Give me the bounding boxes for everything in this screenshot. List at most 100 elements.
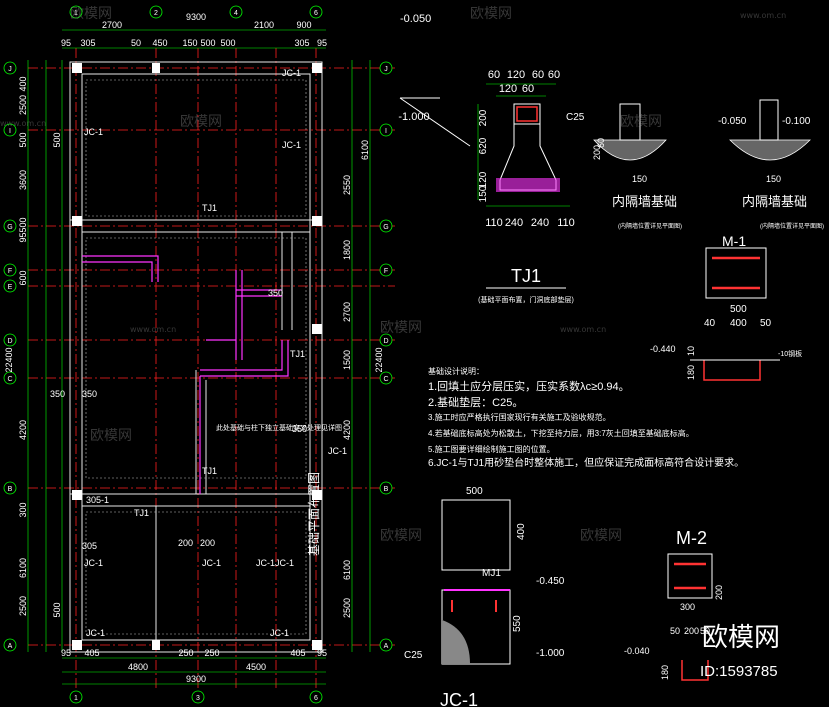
inner-wall-foundation-1: C25 60 200 150 内隔墙基础 (内隔墙位置详见平面图) [566, 103, 682, 230]
label-jc1-g: JC-1 [86, 628, 105, 638]
bdim-405b: 405 [290, 648, 305, 658]
inner-wall-1-c25: C25 [566, 112, 585, 123]
label-200b: 200 [200, 538, 215, 548]
rdim-1800: 1800 [342, 240, 352, 260]
dim-95b: 95 [317, 38, 327, 48]
inner-wall-1-d2: 200 [592, 145, 602, 160]
m2-dims2: 200 [714, 585, 724, 600]
walls [69, 61, 323, 653]
col-3-bottom: 3 [196, 695, 200, 702]
axis-I-right: I [385, 128, 387, 135]
wm-2: 欧模网 [470, 6, 512, 22]
rdim-6100b: 6100 [342, 560, 352, 580]
rdim-1500: 1500 [342, 350, 352, 370]
ldim-300-1300: 300 [18, 502, 28, 517]
inner-wall-2-wall [759, 99, 779, 141]
inner-wall-2-title: 内隔墙基础 [742, 194, 807, 209]
grid-lines [28, 48, 395, 690]
top-dims: 2700 9300 2100 900 95 305 50 450 150 500… [61, 12, 327, 48]
jc1-title: JC-1 [440, 690, 478, 707]
col-1: 1 [74, 10, 78, 17]
jc1-w: 500 [466, 486, 483, 497]
inner-wall-1-shape [593, 139, 667, 161]
axis-C: C [7, 376, 12, 383]
wm-4: 欧模网 [620, 114, 662, 130]
axis-C-right: C [383, 376, 388, 383]
dim-2100: 2100 [254, 20, 274, 30]
jc1-level1: -0.450 [536, 576, 565, 587]
m1-title: M-1 [722, 233, 746, 249]
axis-F-right: F [384, 268, 388, 275]
foundation-plan: J I G F E D C B A J I G F D C B A 1 2 4 … [3, 5, 395, 704]
rdim-6100: 6100 [360, 140, 370, 160]
m1-w: 500 [730, 304, 747, 315]
dim-500b: 500 [220, 38, 235, 48]
tj1-bot-240a: 240 [505, 217, 523, 229]
tj1-dim-120a: 120 [507, 69, 525, 81]
tj1-h-150: 150 [478, 185, 489, 202]
wm-5: 欧模网 [380, 320, 422, 336]
label-350-c: 350 [268, 288, 283, 298]
ldim-500: 500 [18, 132, 28, 147]
tj1-h-120: 120 [478, 171, 489, 188]
m2-detail: M-2 300 50 200 50 200 -0.040 180 [624, 528, 724, 681]
inner-wall-foundation-2: -0.050 -0.100 150 内隔墙基础 (内隔墙位置详见平面图) [718, 99, 824, 230]
tj1-dim-60a: 60 [488, 69, 500, 81]
bdim-95: 95 [61, 648, 71, 658]
wm-3: 欧模网 [180, 114, 222, 130]
m2-d1: 50 [670, 626, 680, 636]
axis-labels: J I G F E D C B A J I G F D C B A 1 2 4 … [7, 10, 388, 702]
m1-note: -10钢板 [778, 349, 802, 358]
rdim-22400: 22400 [374, 347, 384, 372]
label-jc1-b: JC-1 [282, 140, 301, 150]
bdim-250b: 250 [204, 648, 219, 658]
dim-900: 900 [296, 20, 311, 30]
dim-500a: 500 [200, 38, 215, 48]
label-tj1-c: TJ1 [134, 508, 149, 518]
dimension-lines [27, 29, 371, 685]
axis-D-right: D [383, 338, 388, 345]
rdim-2500: 2500 [342, 598, 352, 618]
col-1-bottom: 1 [74, 695, 78, 702]
wm-url-2: www.om.cn [740, 11, 786, 20]
ldim-500d: 500 [52, 602, 62, 617]
tj1-dims [477, 83, 570, 207]
axis-F: F [8, 268, 12, 275]
jc1-plan-box [441, 499, 511, 571]
wm-id: ID:1593785 [700, 663, 778, 680]
jc1-h: 400 [516, 523, 527, 540]
plan-title: 基础平面布置图 [307, 472, 321, 556]
rdim-2700: 2700 [342, 302, 352, 322]
wm-7: 欧模网 [580, 528, 622, 544]
dim-9300: 9300 [186, 12, 206, 22]
dim-2700: 2700 [102, 20, 122, 30]
axis-B: B [8, 486, 13, 493]
dim-95: 95 [61, 38, 71, 48]
tj1-title: TJ1 [511, 266, 541, 286]
wm-url-4: www.om.cn [130, 325, 176, 334]
inner-wall-2-d1: 150 [766, 174, 781, 184]
dim-305b: 305 [294, 38, 309, 48]
axis-D: D [7, 338, 12, 345]
m1-h2: 10 [686, 346, 696, 356]
label-small-note: 此处基础与柱下独立基础交叉处理见详图 [216, 423, 342, 432]
label-tj1-a: TJ1 [202, 203, 217, 213]
col-2: 2 [154, 10, 158, 17]
tj1-level: -1.000 [398, 111, 429, 123]
tj1-dim-60d: 120 [499, 83, 517, 95]
foundation-edges [85, 79, 307, 635]
note-6: 6.JC-1与TJ1用砂垫台时整体施工，但应保证完成面标高符合设计要求。 [428, 456, 744, 469]
plan-labels: JC-1 JC-1 JC-1 TJ1 TJ1 TJ1 TJ1 JC-1 JC-1… [50, 68, 347, 638]
col-6: 6 [314, 10, 318, 17]
label-350-a: 350 [50, 389, 65, 399]
inner-wall-1-subtitle: (内隔墙位置详见平面图) [618, 222, 682, 230]
ldim-4200: 4200 [18, 420, 28, 440]
top-level: -0.050 [400, 13, 431, 25]
m2-d2: 200 [684, 626, 699, 636]
note-2: 2.基础垫层：C25。 [428, 395, 523, 409]
axis-A: A [8, 643, 13, 650]
m1-d1: 40 [704, 318, 716, 329]
jc1-h2: 550 [512, 615, 523, 632]
label-350-d: 350 [292, 424, 307, 434]
